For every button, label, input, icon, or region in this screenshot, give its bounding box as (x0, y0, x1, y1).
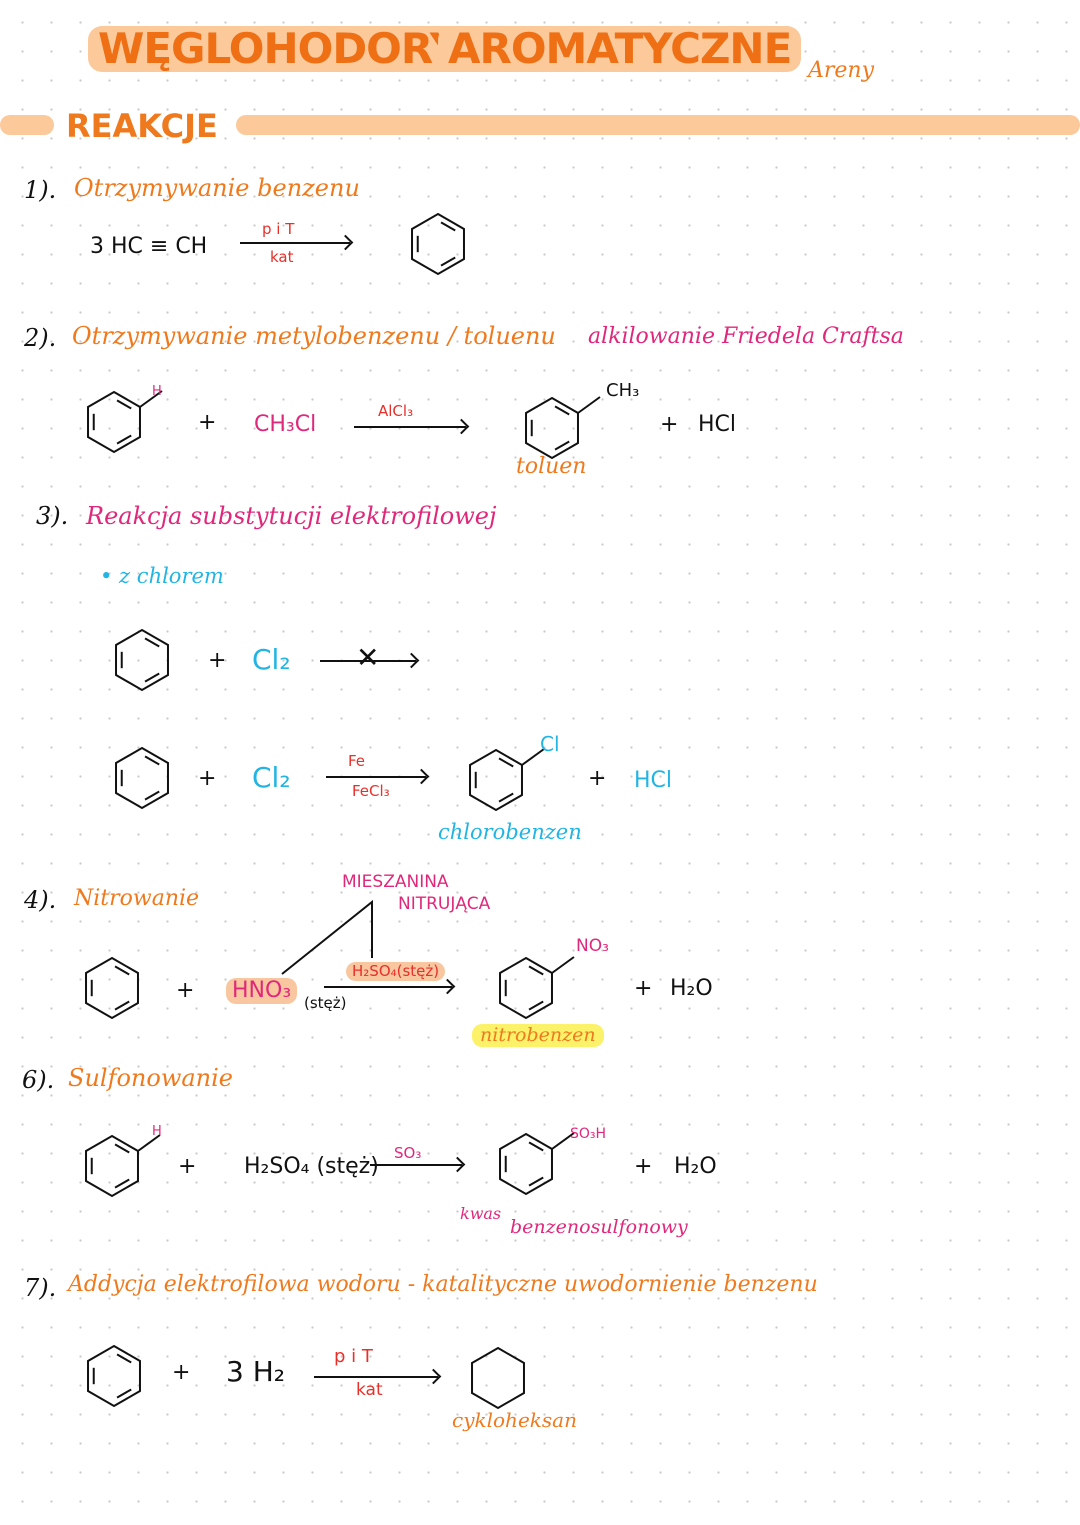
section-band-left (0, 115, 54, 135)
r4-plus-2: + (634, 976, 653, 1001)
benzene-ring-icon (108, 744, 178, 818)
r4-arrow (324, 986, 452, 988)
r3-product-name: chlorobenzen (438, 820, 582, 844)
r2-plus-2: + (660, 412, 679, 437)
r7-arrow (314, 1376, 438, 1378)
r2-plus-1: + (198, 410, 217, 435)
r4-reagent: HNO₃ (226, 978, 298, 1004)
r7-title: Addycja elektrofilowa wodoru - katalityc… (68, 1272, 818, 1297)
r4-cond: H₂SO₄(stęż) (346, 962, 446, 981)
r7-plus-1: + (172, 1360, 191, 1385)
benzene-ring-icon (404, 210, 474, 284)
cross-icon: ✕ (356, 641, 380, 674)
r3-no-reaction-arrow (320, 660, 416, 662)
r6-cond: SO₃ (394, 1144, 422, 1162)
r6-plus-2: + (634, 1154, 653, 1179)
r1-number: 1). (24, 176, 57, 204)
r6-arrow (370, 1164, 462, 1166)
r3-plus-2: + (198, 766, 217, 791)
benzene-ring-icon (80, 388, 180, 462)
r4-reagent-note: (stęż) (304, 994, 347, 1012)
benzenesulfonic-ring-icon (492, 1130, 592, 1204)
mixture-bracket-lines (281, 899, 373, 975)
r3-arrow (326, 776, 426, 778)
r4-mix-2: NITRUJĄCA (398, 894, 491, 914)
r3-plus-1: + (208, 648, 227, 673)
r2-product-name: toluen (516, 454, 587, 479)
chlorobenzene-ring-icon (462, 746, 562, 820)
r1-cond-top: p i T (262, 220, 295, 238)
r4-byproduct: H₂O (670, 976, 713, 1001)
r6-product-name-1: kwas (460, 1204, 502, 1223)
r4-product-name: nitrobenzen (472, 1024, 604, 1047)
r3-cl-label: Cl (540, 732, 560, 756)
r3-reagent-1: Cl₂ (252, 643, 291, 676)
r2-title: Otrzymywanie metylobenzenu / toluenu (72, 322, 556, 350)
r3-bullet: • z chlorem (100, 564, 224, 588)
r2-reagent: CH₃Cl (254, 412, 317, 437)
r6-plus-1: + (178, 1154, 197, 1179)
r6-number: 6). (22, 1066, 55, 1094)
r6-byproduct: H₂O (674, 1154, 717, 1179)
benzene-ring-icon (78, 954, 148, 1028)
r2-number: 2). (24, 324, 57, 352)
benzene-ring-icon (80, 1342, 150, 1416)
r7-cond-top: p i T (334, 1346, 373, 1367)
section-title: REAKCJE (66, 107, 218, 145)
section-band-right (236, 115, 1080, 135)
r4-plus-1: + (176, 978, 195, 1003)
r1-cond-bottom: kat (270, 248, 294, 266)
r6-product-name-2: benzenosulfonowy (510, 1216, 688, 1238)
r2-h-label: H (152, 384, 162, 399)
r3-cond-bottom: FeCl₃ (352, 782, 390, 800)
r4-no3-label: NO₃ (576, 936, 609, 956)
title-part-2: AROMATYCZNE (438, 26, 802, 72)
r2-arrow (354, 426, 466, 428)
r3-plus-3: + (588, 766, 607, 791)
r6-h-label: H (152, 1124, 162, 1139)
r7-cond-bottom: kat (356, 1380, 383, 1400)
r2-cond: AlCl₃ (378, 402, 414, 420)
r2-ch3-label: CH₃ (606, 380, 640, 401)
r3-number: 3). (36, 502, 69, 530)
r2-note: alkilowanie Friedela Craftsa (588, 324, 904, 349)
r3-cond-top: Fe (348, 752, 366, 770)
r6-title: Sulfonowanie (68, 1064, 233, 1092)
r3-title: Reakcja substytucji elektrofilowej (86, 502, 497, 530)
r1-reactant: 3 HC ≡ CH (90, 234, 208, 259)
benzene-ring-icon (78, 1132, 178, 1206)
r2-byproduct: HCl (698, 412, 737, 437)
cyclohexane-ring-icon (464, 1344, 534, 1418)
r4-title: Nitrowanie (74, 886, 200, 911)
r4-number: 4). (24, 886, 57, 914)
r1-title: Otrzymywanie benzenu (74, 174, 360, 202)
r3-reagent-2: Cl₂ (252, 761, 291, 794)
nitrobenzene-ring-icon (492, 954, 592, 1028)
r3-byproduct: HCl (634, 768, 673, 793)
title-part-1: WĘGLOHODORY (88, 26, 470, 72)
r7-reagent: 3 H₂ (226, 1355, 285, 1388)
benzene-ring-icon (108, 626, 178, 700)
r7-number: 7). (24, 1274, 57, 1302)
toluene-ring-icon (518, 394, 618, 468)
r7-product-name: cykloheksan (452, 1408, 577, 1432)
r6-so3h-label: SO₃H (570, 1126, 607, 1142)
r4-mix-1: MIESZANINA (342, 872, 449, 892)
r1-arrow (240, 242, 350, 244)
subtitle: Areny (808, 58, 875, 83)
r6-reagent: H₂SO₄ (stęż) (244, 1154, 379, 1179)
